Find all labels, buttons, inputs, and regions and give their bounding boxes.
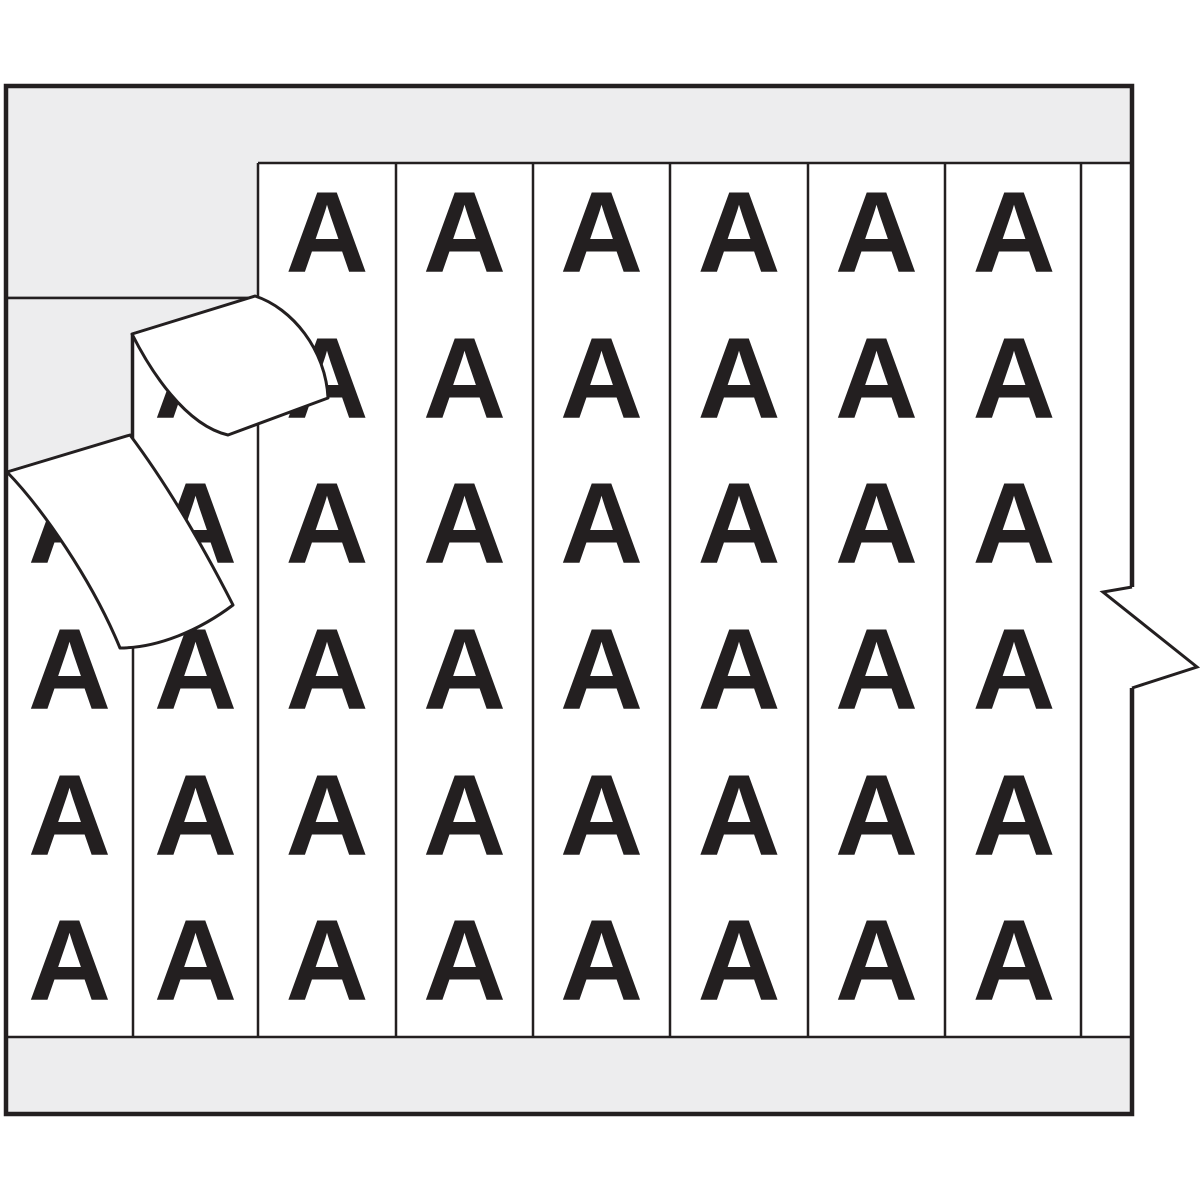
marker-letter: A — [154, 752, 237, 880]
tear-notch-arrow-icon — [1099, 585, 1200, 690]
marker-letter: A — [835, 315, 918, 443]
marker-letter: A — [28, 606, 111, 734]
peeled-label-lower — [5, 433, 235, 650]
marker-letter: A — [285, 460, 368, 588]
marker-letter: A — [28, 752, 111, 880]
marker-letter: A — [423, 460, 506, 588]
marker-letter: A — [835, 897, 918, 1025]
card-border — [3, 83, 1135, 1117]
marker-letter: A — [423, 606, 506, 734]
label-strips-main — [258, 163, 1132, 1037]
marker-letter: A — [697, 169, 780, 297]
marker-letter: A — [972, 606, 1055, 734]
marker-letter: A — [423, 169, 506, 297]
marker-letter: A — [972, 460, 1055, 588]
marker-letter: A — [697, 897, 780, 1025]
marker-letter: A — [423, 897, 506, 1025]
marker-letter: A — [285, 606, 368, 734]
marker-letter: A — [285, 752, 368, 880]
marker-letter: A — [835, 460, 918, 588]
marker-letter: A — [697, 315, 780, 443]
marker-letter: A — [560, 315, 643, 443]
marker-letter: A — [972, 897, 1055, 1025]
marker-letter: A — [835, 169, 918, 297]
marker-letter: A — [560, 752, 643, 880]
marker-letter: A — [697, 752, 780, 880]
peeled-label-upper — [130, 294, 330, 437]
marker-letter: A — [697, 606, 780, 734]
marker-letter: A — [835, 606, 918, 734]
marker-letter: A — [972, 315, 1055, 443]
marker-letter: A — [285, 169, 368, 297]
marker-letter: A — [560, 460, 643, 588]
marker-letter: A — [285, 897, 368, 1025]
marker-letter: A — [697, 460, 780, 588]
marker-letter: A — [560, 169, 643, 297]
marker-letter: A — [154, 897, 237, 1025]
marker-letter: A — [423, 752, 506, 880]
marker-letter: A — [423, 315, 506, 443]
marker-letter: A — [560, 897, 643, 1025]
marker-letter: A — [835, 752, 918, 880]
marker-letter: A — [972, 752, 1055, 880]
marker-letter: A — [28, 897, 111, 1025]
marker-letter: A — [972, 169, 1055, 297]
marker-letter: A — [560, 606, 643, 734]
